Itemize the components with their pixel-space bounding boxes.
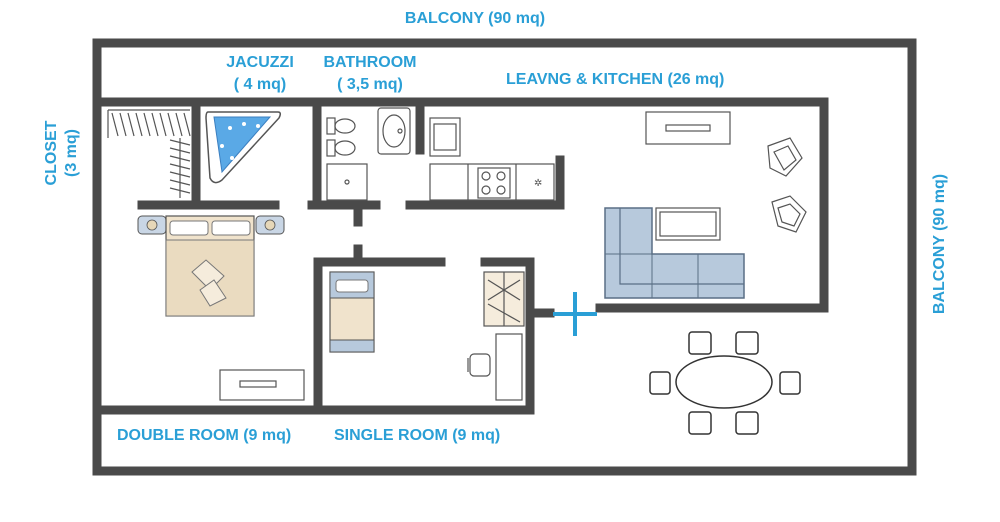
wardrobe-icon — [107, 109, 191, 198]
label-single-room: SINGLE ROOM (9 mq) — [334, 427, 501, 444]
wardrobe-icon — [483, 271, 525, 327]
toilet-icon — [326, 117, 356, 135]
stove-icon — [477, 167, 511, 199]
wall-single-room — [313, 257, 446, 415]
outer-wall — [92, 38, 917, 476]
label-closet-area: (3 mq) — [63, 129, 80, 177]
armchair-icon — [771, 195, 807, 233]
sofa-icon — [604, 207, 745, 299]
svg-text:✲: ✲ — [534, 178, 542, 189]
label-living-kitchen: LEAVNG & KITCHEN (26 mq) — [506, 71, 725, 88]
coffee-table — [655, 207, 721, 241]
fridge-icon — [429, 117, 461, 157]
entrance-cross-icon — [553, 292, 597, 336]
label-closet-name: CLOSET — [43, 120, 60, 186]
label-balcony-right: BALCONY (90 mq) — [931, 173, 948, 315]
desk-icon — [495, 333, 523, 401]
wall-single-right — [480, 257, 535, 415]
kitchen-counter — [429, 163, 555, 201]
bidet-icon — [326, 139, 356, 157]
washing-machine-icon: ✲ — [534, 178, 542, 189]
tv-icon — [219, 369, 305, 401]
jacuzzi-icon — [205, 111, 282, 184]
walls — [92, 38, 917, 476]
single-bed-icon — [329, 271, 375, 353]
shower-icon — [326, 163, 368, 201]
washbasin-icon — [377, 107, 411, 155]
interior-wall-top — [92, 97, 829, 313]
label-bathroom-area: ( 3,5 mq) — [337, 76, 403, 93]
label-double-room: DOUBLE ROOM (9 mq) — [117, 427, 292, 444]
tv-icon — [645, 111, 731, 145]
dining-table-icon — [649, 331, 801, 435]
label-bathroom-name: BATHROOM — [323, 54, 417, 71]
label-jacuzzi-name: JACUZZI — [226, 54, 294, 71]
chair-icon — [467, 353, 491, 377]
armchair-icon — [767, 137, 803, 177]
label-jacuzzi-area: ( 4 mq) — [233, 76, 287, 93]
double-bed-icon — [137, 215, 285, 317]
label-balcony-top: BALCONY (90 mq) — [404, 10, 546, 27]
